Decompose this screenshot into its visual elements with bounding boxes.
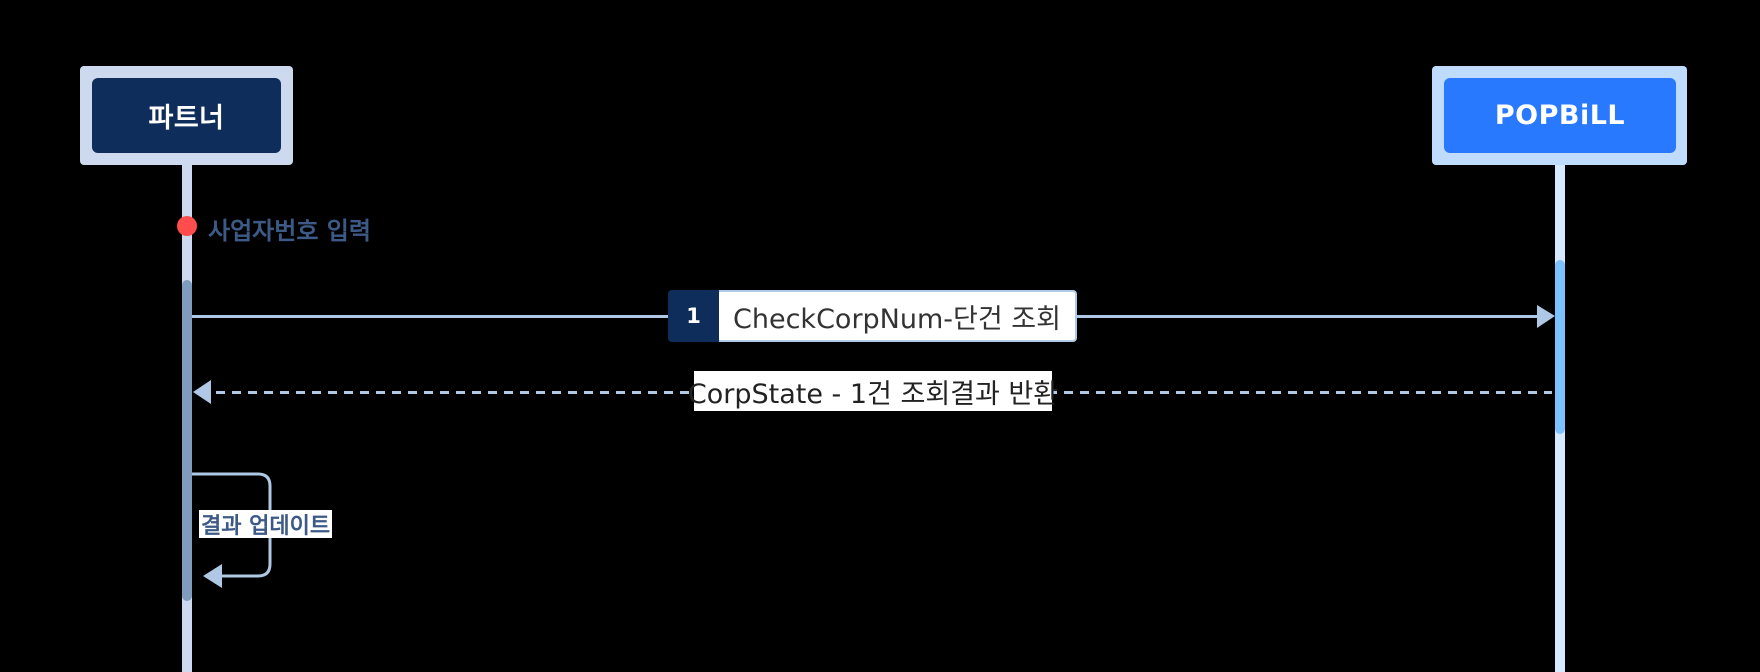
return-message-text: CorpState - 1건 조회결과 반환 <box>687 378 1059 410</box>
request-arrowhead-icon <box>1537 305 1555 328</box>
return-message-label: CorpState - 1건 조회결과 반환 <box>688 371 1058 411</box>
self-loop-arrowhead-icon <box>203 564 222 588</box>
step-badge: 1 <box>668 290 719 342</box>
return-arrowhead-icon <box>193 380 211 404</box>
partner-actor-label: 파트너 <box>148 103 225 134</box>
self-message-label: 결과 업데이트 <box>199 510 333 539</box>
partner-actor: 파트너 <box>92 78 281 153</box>
self-message-text: 결과 업데이트 <box>201 514 331 539</box>
note-marker-dot <box>177 216 197 236</box>
request-message-label: CheckCorpNum-단건 조회 <box>719 290 1077 342</box>
popbill-actor-label: POPBiLL <box>1494 100 1626 131</box>
step-number: 1 <box>686 304 701 328</box>
popbill-actor: POPBiLL <box>1444 78 1676 153</box>
partner-activation-bar <box>182 280 192 601</box>
note-label: 사업자번호 입력 <box>208 217 371 245</box>
popbill-activation-bar <box>1555 260 1565 434</box>
request-message-text: CheckCorpNum-단건 조회 <box>733 303 1061 335</box>
